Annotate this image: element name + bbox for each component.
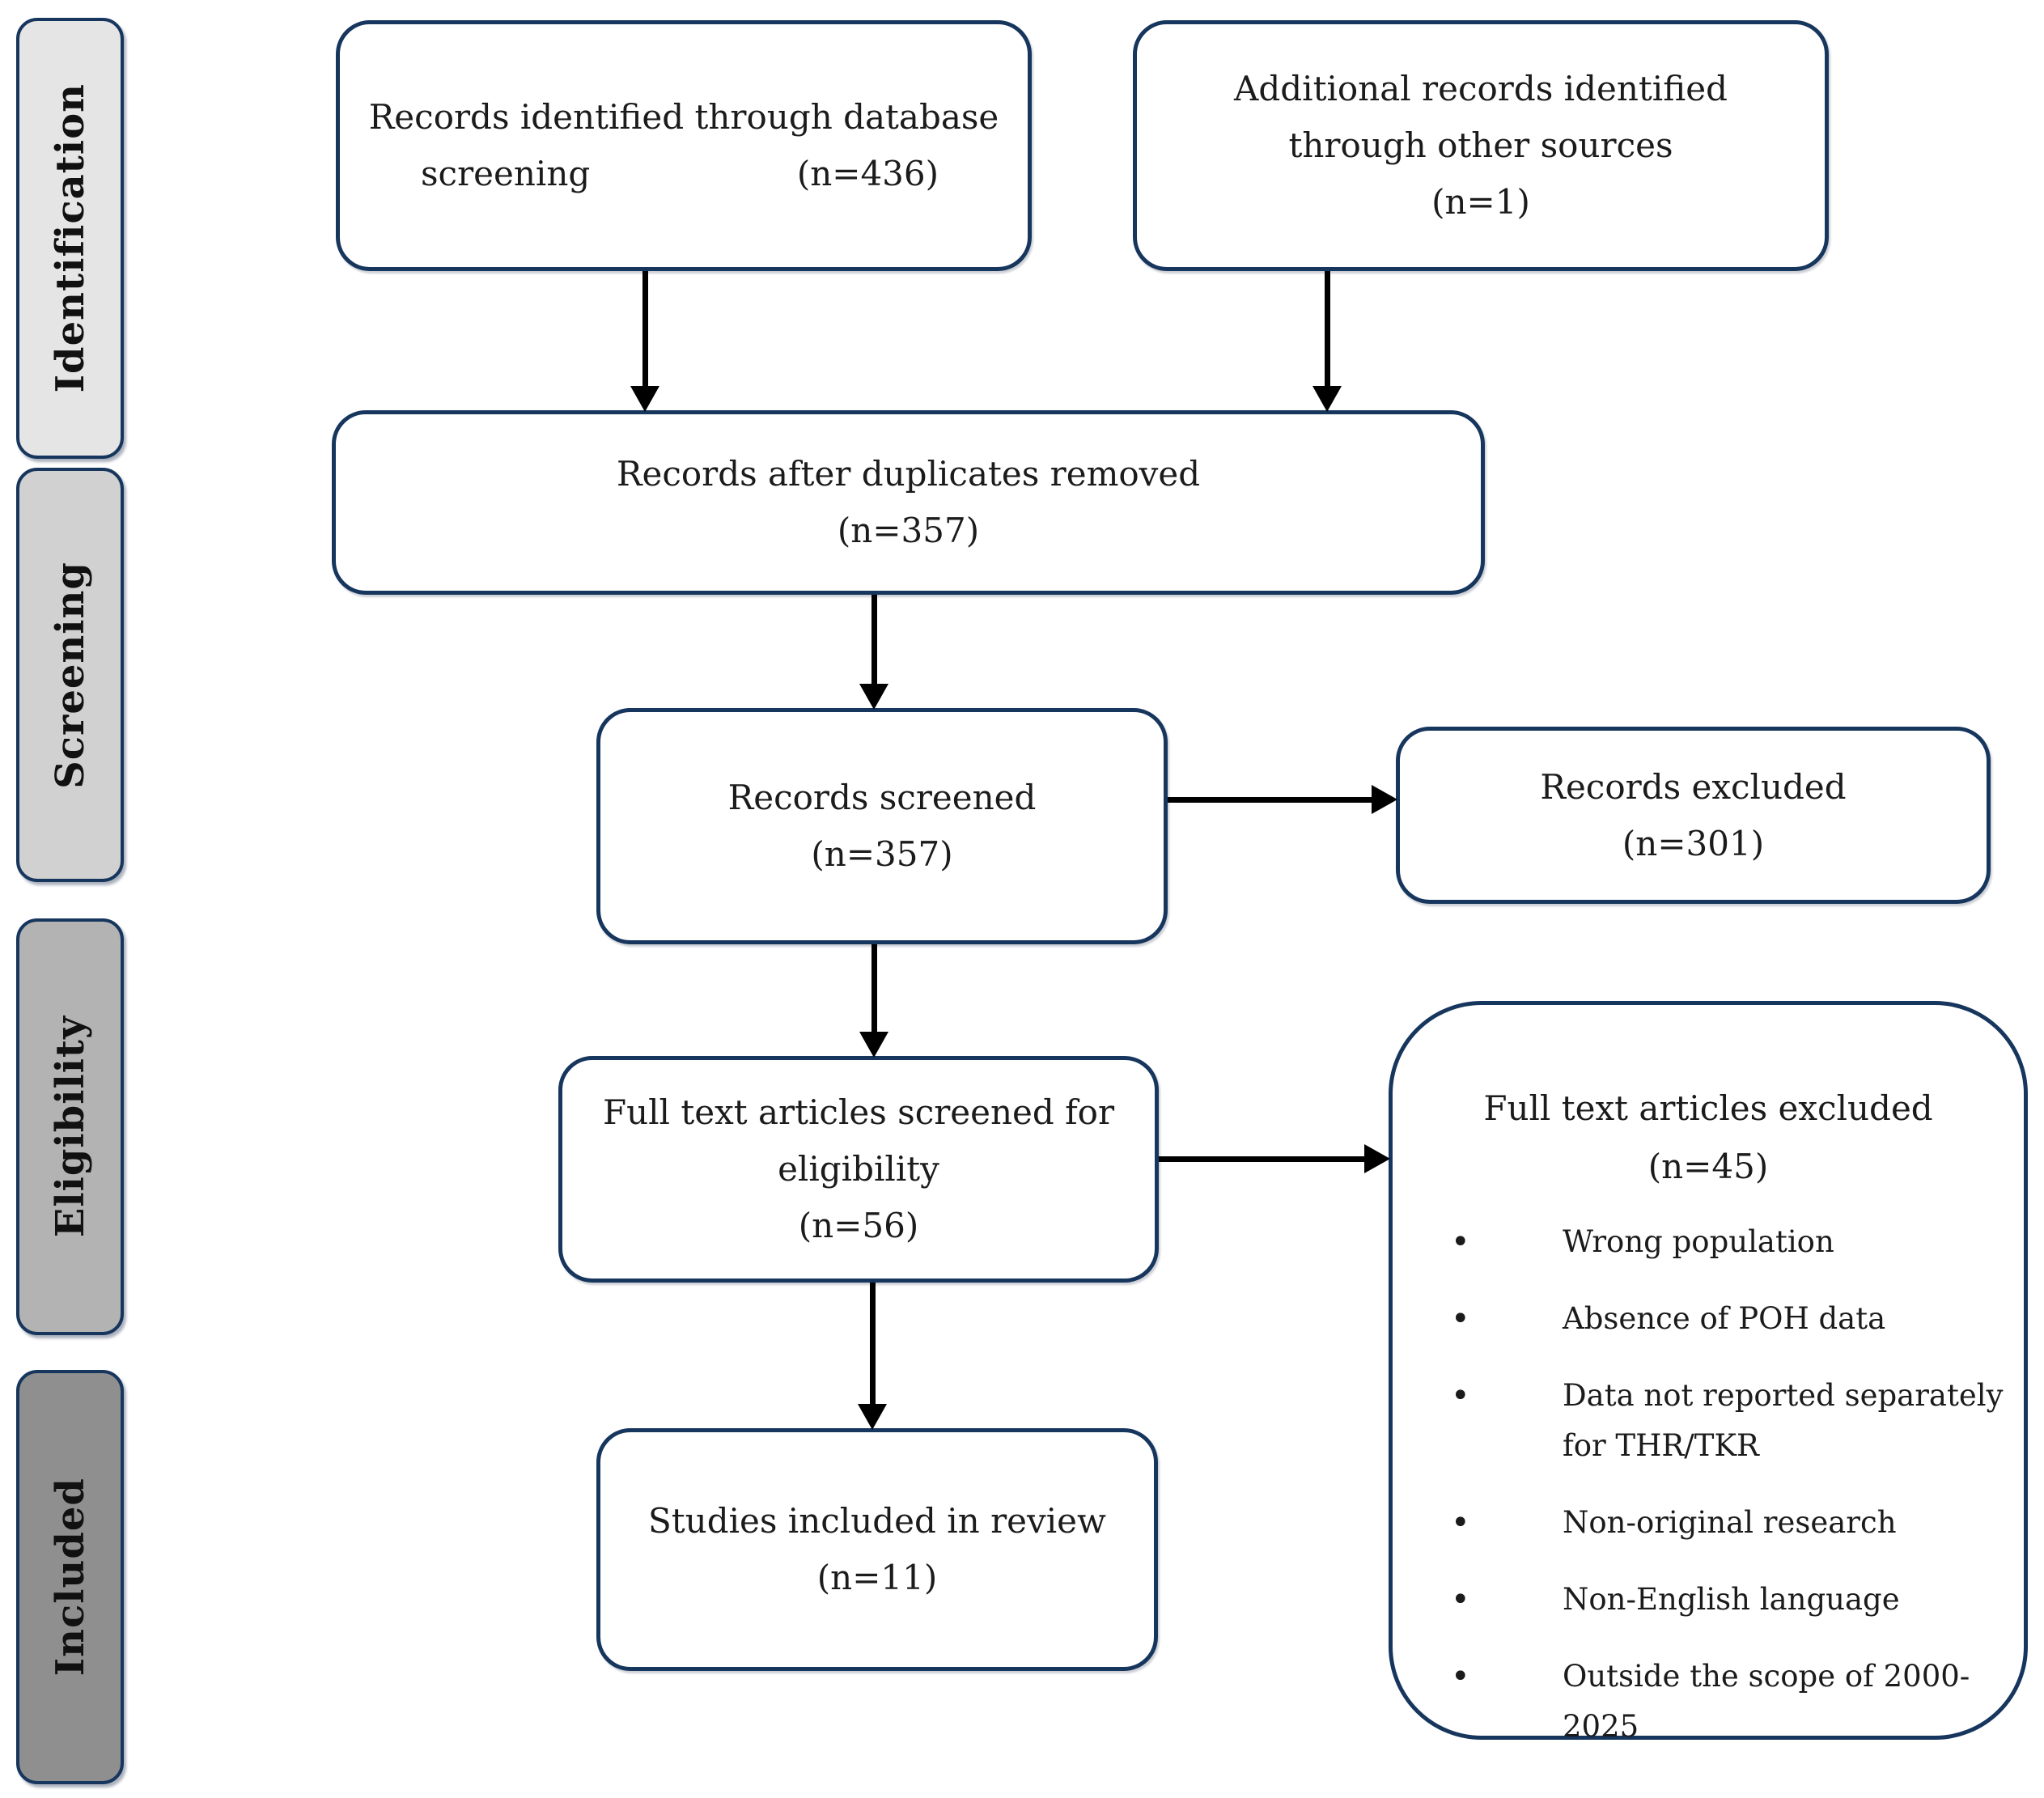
box-records-identified-database-count: (n=436) (796, 154, 939, 193)
arrow-shaft (869, 1283, 876, 1405)
arrowhead-right-icon (1372, 785, 1397, 814)
box-fulltext-screened-count: (n=56) (798, 1206, 919, 1245)
box-additional-records-other-sources: Additional records identified through ot… (1133, 20, 1829, 271)
box-records-after-duplicates-removed: Records after duplicates removed (n=357) (332, 410, 1485, 595)
arrow-database-to-duplicates (630, 271, 659, 412)
box-studies-included-line1: Studies included in review (648, 1501, 1106, 1541)
stage-included-label: Included (47, 1478, 93, 1677)
box-records-identified-database-line1: Records identified through database (368, 97, 999, 137)
box-fulltext-excluded-count: (n=45) (1647, 1147, 1769, 1186)
stage-identification-label: Identification (47, 83, 93, 393)
arrow-duplicates-to-screened (859, 595, 888, 710)
arrow-shaft (871, 944, 877, 1033)
arrowhead-down-icon (859, 1032, 888, 1058)
fulltext-excluded-reason-list: Wrong population Absence of POH data Dat… (1393, 1217, 2024, 1752)
arrow-other-sources-to-duplicates (1312, 271, 1342, 412)
stage-eligibility-label: Eligibility (47, 1016, 93, 1238)
box-fulltext-screened-line2: eligibility (778, 1149, 939, 1189)
box-studies-included: Studies included in review (n=11) (596, 1428, 1158, 1671)
arrow-shaft (642, 271, 648, 387)
box-fulltext-screened-line1: Full text articles screened for (602, 1092, 1115, 1132)
box-records-excluded: Records excluded (n=301) (1396, 727, 1991, 904)
stage-identification: Identification (16, 18, 124, 459)
arrowhead-down-icon (1312, 386, 1342, 412)
arrow-shaft (871, 595, 877, 685)
arrowhead-down-icon (859, 684, 888, 710)
box-fulltext-screened: Full text articles screened for eligibil… (558, 1056, 1159, 1283)
exclusion-reason: Non-English language (1393, 1575, 2024, 1625)
box-records-identified-database-line2: screening (n=436) (340, 146, 1028, 202)
box-duplicates-removed-line1: Records after duplicates removed (616, 454, 1201, 494)
exclusion-reason: Non-original research (1393, 1498, 2024, 1548)
arrowhead-down-icon (858, 1404, 887, 1430)
exclusion-reason: Wrong population (1393, 1217, 2024, 1267)
arrow-screened-to-fulltext (859, 944, 888, 1058)
arrow-fulltext-to-included (858, 1283, 887, 1430)
arrow-screened-to-excluded (1168, 785, 1397, 814)
stage-screening: Screening (16, 468, 124, 882)
arrow-shaft (1168, 796, 1372, 803)
box-records-excluded-line1: Records excluded (1540, 766, 1847, 807)
box-duplicates-removed-count: (n=357) (837, 511, 980, 550)
box-fulltext-excluded: Full text articles excluded (n=45) Wrong… (1389, 1001, 2028, 1744)
arrow-fulltext-to-fulltext-excluded (1159, 1144, 1390, 1173)
box-records-screened: Records screened (n=357) (596, 708, 1168, 944)
arrow-shaft (1324, 271, 1330, 387)
box-additional-records-line1: Additional records identified (1234, 69, 1728, 108)
box-records-identified-database: Records identified through database scre… (336, 20, 1032, 271)
exclusion-reason: Outside the scope of 2000-2025 (1393, 1652, 2024, 1752)
exclusion-reason: Absence of POH data (1393, 1294, 2024, 1344)
stage-eligibility: Eligibility (16, 918, 124, 1335)
box-records-screened-count: (n=357) (811, 834, 953, 874)
arrowhead-right-icon (1364, 1144, 1390, 1173)
stage-screening-label: Screening (47, 561, 93, 789)
stage-included: Included (16, 1370, 124, 1784)
box-fulltext-excluded-title: Full text articles excluded (1483, 1088, 1933, 1128)
box-studies-included-count: (n=11) (816, 1558, 938, 1597)
box-additional-records-line2: through other sources (1288, 125, 1673, 165)
arrowhead-down-icon (630, 386, 659, 412)
box-records-excluded-count: (n=301) (1622, 823, 1765, 863)
arrow-shaft (1159, 1156, 1365, 1162)
exclusion-reason: Data not reported separately for THR/TKR (1393, 1371, 2024, 1471)
box-additional-records-count: (n=1) (1431, 182, 1530, 222)
box-records-identified-database-line2-left: screening (421, 154, 591, 193)
box-records-screened-line1: Records screened (727, 778, 1037, 817)
